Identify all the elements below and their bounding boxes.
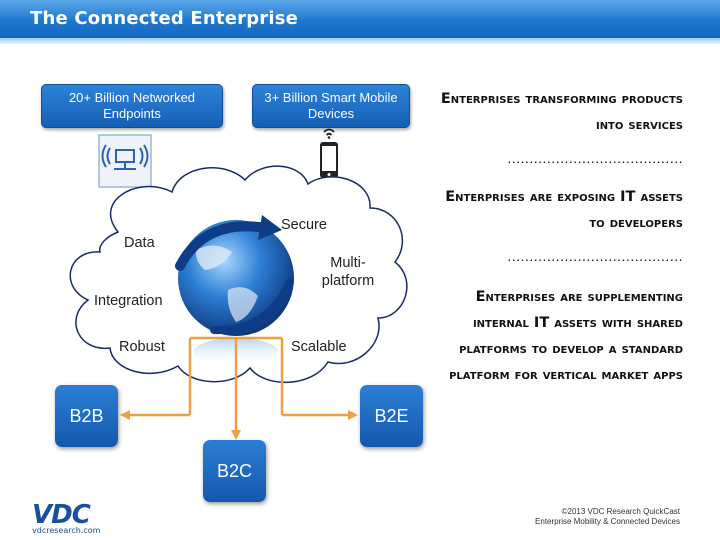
statement-exposing-it-assets: Enterprises are exposing IT assets to de… bbox=[445, 189, 683, 231]
separator-2: ........................................ bbox=[507, 248, 683, 264]
networked-endpoints-label: 20+ Billion Networked Endpoints bbox=[68, 90, 196, 121]
b2b-box: B2B bbox=[55, 385, 118, 447]
cloud-label-data: Data bbox=[124, 235, 155, 251]
smartphone-icon bbox=[314, 126, 344, 182]
b2e-label: B2E bbox=[374, 405, 409, 426]
b2c-box: B2C bbox=[203, 440, 266, 502]
logo-text: VDC bbox=[32, 500, 91, 530]
cloud-label-secure: Secure bbox=[281, 217, 327, 233]
cloud-label-integration: Integration bbox=[94, 293, 163, 309]
vdc-logo: VDC vdcresearch.com bbox=[32, 500, 100, 535]
cloud-label-robust: Robust bbox=[119, 339, 165, 355]
cloud-label-multi-platform: Multi-platform bbox=[321, 255, 375, 289]
smart-devices-box: 3+ Billion Smart Mobile Devices bbox=[252, 84, 410, 128]
connection-arrows bbox=[128, 336, 350, 432]
statement-products-services: Enterprises transforming products into s… bbox=[440, 91, 683, 133]
footer-copyright: ©2013 VDC Research QuickCast bbox=[561, 507, 680, 516]
b2b-label: B2B bbox=[69, 405, 104, 426]
network-endpoint-icon bbox=[98, 134, 152, 188]
page-title: The Connected Enterprise bbox=[30, 8, 299, 29]
smart-devices-label: 3+ Billion Smart Mobile Devices bbox=[264, 90, 398, 121]
statement-shared-platforms: Enterprises are supplementing internal I… bbox=[449, 289, 683, 383]
separator-1: ........................................ bbox=[507, 150, 683, 166]
b2c-label: B2C bbox=[216, 460, 252, 481]
arrow-head-b2e bbox=[348, 410, 358, 420]
globe-icon bbox=[175, 215, 294, 366]
footer-subtitle: Enterprise Mobility & Connected Devices bbox=[535, 517, 680, 526]
logo-url: vdcresearch.com bbox=[32, 526, 101, 535]
networked-endpoints-box: 20+ Billion Networked Endpoints bbox=[41, 84, 223, 128]
arrow-head-b2b bbox=[120, 410, 130, 420]
title-bar: The Connected Enterprise bbox=[0, 0, 720, 38]
cloud-label-scalable: Scalable bbox=[291, 339, 347, 355]
b2e-box: B2E bbox=[360, 385, 423, 447]
arrow-head-b2c bbox=[231, 430, 241, 440]
title-stripe bbox=[0, 38, 720, 44]
